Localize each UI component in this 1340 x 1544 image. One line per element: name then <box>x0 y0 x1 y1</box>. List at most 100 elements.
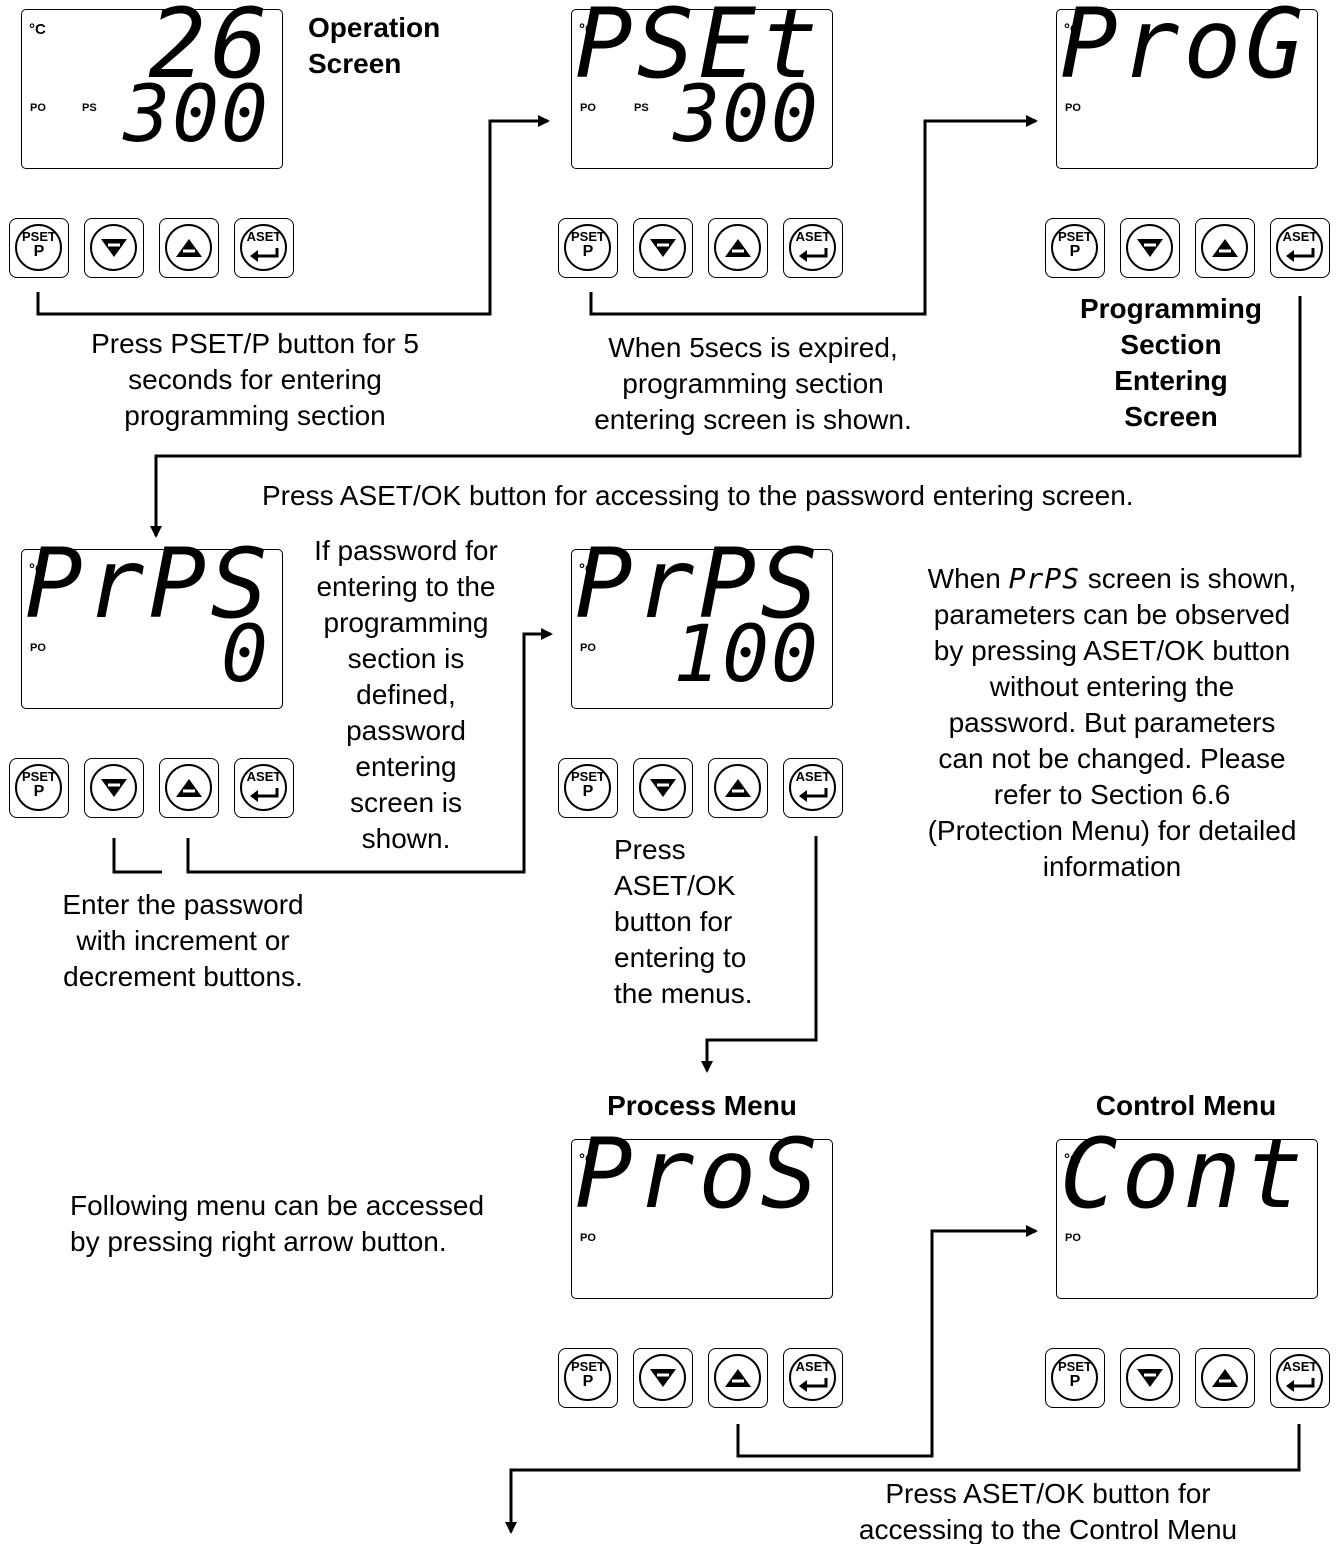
decrement-button[interactable] <box>633 218 693 278</box>
up-arrow-icon <box>176 239 202 257</box>
lcd-process-menu-screen: °C PO ProS <box>571 1126 833 1299</box>
aset-label: ASET <box>795 229 831 244</box>
button-ring <box>1201 1354 1248 1401</box>
aset-button[interactable]: ASET <box>234 758 294 818</box>
enter-arrow-icon <box>799 788 828 802</box>
enter-arrow-icon <box>250 788 279 802</box>
unit-label: °C <box>29 561 46 578</box>
text-line: entering to <box>614 942 747 973</box>
button-ring <box>165 764 212 811</box>
following-menu-text: Following menu can be accessed by pressi… <box>70 1188 484 1260</box>
sub-display: 300 <box>673 70 820 160</box>
aset-button[interactable]: ASET <box>234 218 294 278</box>
p-label: P <box>33 783 45 800</box>
button-ring <box>1051 224 1098 271</box>
increment-button[interactable] <box>708 1348 768 1408</box>
text-line: Screen <box>1124 401 1218 432</box>
text-line: refer to Section 6.6 <box>993 779 1231 810</box>
main-display: ProG <box>1059 0 1307 100</box>
p-label: P <box>582 1373 594 1390</box>
control-menu-label: Control Menu <box>1095 1090 1277 1121</box>
button-ring <box>789 1354 836 1401</box>
text-line: parameters can be observed <box>933 599 1291 630</box>
decrement-button[interactable] <box>84 218 144 278</box>
main-display: PSEt <box>574 0 822 100</box>
pset-label: PSET <box>22 769 56 784</box>
text-line: with increment or <box>76 925 290 956</box>
text-line: programming section <box>124 400 386 431</box>
aset-label: ASET <box>246 769 282 784</box>
increment-button[interactable] <box>1195 1348 1255 1408</box>
unit-label: °C <box>579 21 596 38</box>
main-display: PrPS <box>24 528 272 640</box>
main-display: ProS <box>574 1118 822 1230</box>
decrement-button[interactable] <box>1120 218 1180 278</box>
text-line: Section <box>1120 329 1222 360</box>
unit-label: °C <box>579 561 596 578</box>
button-ring <box>639 764 686 811</box>
text-line: Screen <box>308 48 402 79</box>
p-label: P <box>582 783 594 800</box>
text-line: information <box>1042 851 1182 882</box>
sub-display: 300 <box>123 70 270 160</box>
up-arrow-icon <box>725 239 751 257</box>
pset-label: PSET <box>571 769 605 784</box>
button-ring <box>1276 224 1323 271</box>
text-line: screen is <box>349 787 463 818</box>
enter-password-text: Enter the password with increment or dec… <box>28 887 338 995</box>
text-line: password. But parameters <box>948 707 1276 738</box>
text-line: entering to the <box>316 571 496 602</box>
button-ring <box>90 224 137 271</box>
aset-label: ASET <box>246 229 282 244</box>
aset-button[interactable]: ASET <box>783 1348 843 1408</box>
increment-button[interactable] <box>708 758 768 818</box>
bracket-decrement <box>112 838 162 874</box>
if-password-text: If password for entering to the programm… <box>298 533 514 857</box>
text-line: password <box>346 715 466 746</box>
button-ring <box>1051 1354 1098 1401</box>
decrement-button[interactable] <box>633 1348 693 1408</box>
increment-button[interactable] <box>159 218 219 278</box>
button-ring <box>90 764 137 811</box>
aset-button[interactable]: ASET <box>1270 1348 1330 1408</box>
p-label: P <box>1069 243 1081 260</box>
aset-button[interactable]: ASET <box>783 758 843 818</box>
five-secs-text: When 5secs is expired, programming secti… <box>566 330 940 438</box>
ps-indicator: PS <box>82 102 97 114</box>
main-display: 26 <box>148 0 272 100</box>
decrement-button[interactable] <box>84 758 144 818</box>
lcd-pset-screen: °C PO PS PSEt 300 <box>571 0 833 169</box>
decrement-button[interactable] <box>633 758 693 818</box>
pset-label: PSET <box>571 229 605 244</box>
text-line: Programming <box>1079 293 1263 324</box>
press-aset-menus-text: Press ASET/OK button for entering to the… <box>614 832 753 1012</box>
po-indicator: PO <box>1065 102 1081 114</box>
increment-button[interactable] <box>159 758 219 818</box>
increment-button[interactable] <box>708 218 768 278</box>
text-line: Entering <box>1114 365 1228 396</box>
down-arrow-icon <box>101 779 127 797</box>
button-ring <box>639 1354 686 1401</box>
increment-button[interactable] <box>1195 218 1255 278</box>
aset-button[interactable]: ASET <box>1270 218 1330 278</box>
po-indicator: PO <box>580 102 596 114</box>
lcd-control-menu-screen: °C PO Cont <box>1056 1126 1318 1299</box>
text-line: ASET/OK <box>614 870 736 901</box>
text-line: seconds for entering <box>128 364 382 395</box>
aset-button[interactable]: ASET <box>783 218 843 278</box>
decrement-button[interactable] <box>1120 1348 1180 1408</box>
arrow-prog-to-prps <box>150 296 1302 538</box>
text-line: entering screen is shown. <box>594 404 912 435</box>
